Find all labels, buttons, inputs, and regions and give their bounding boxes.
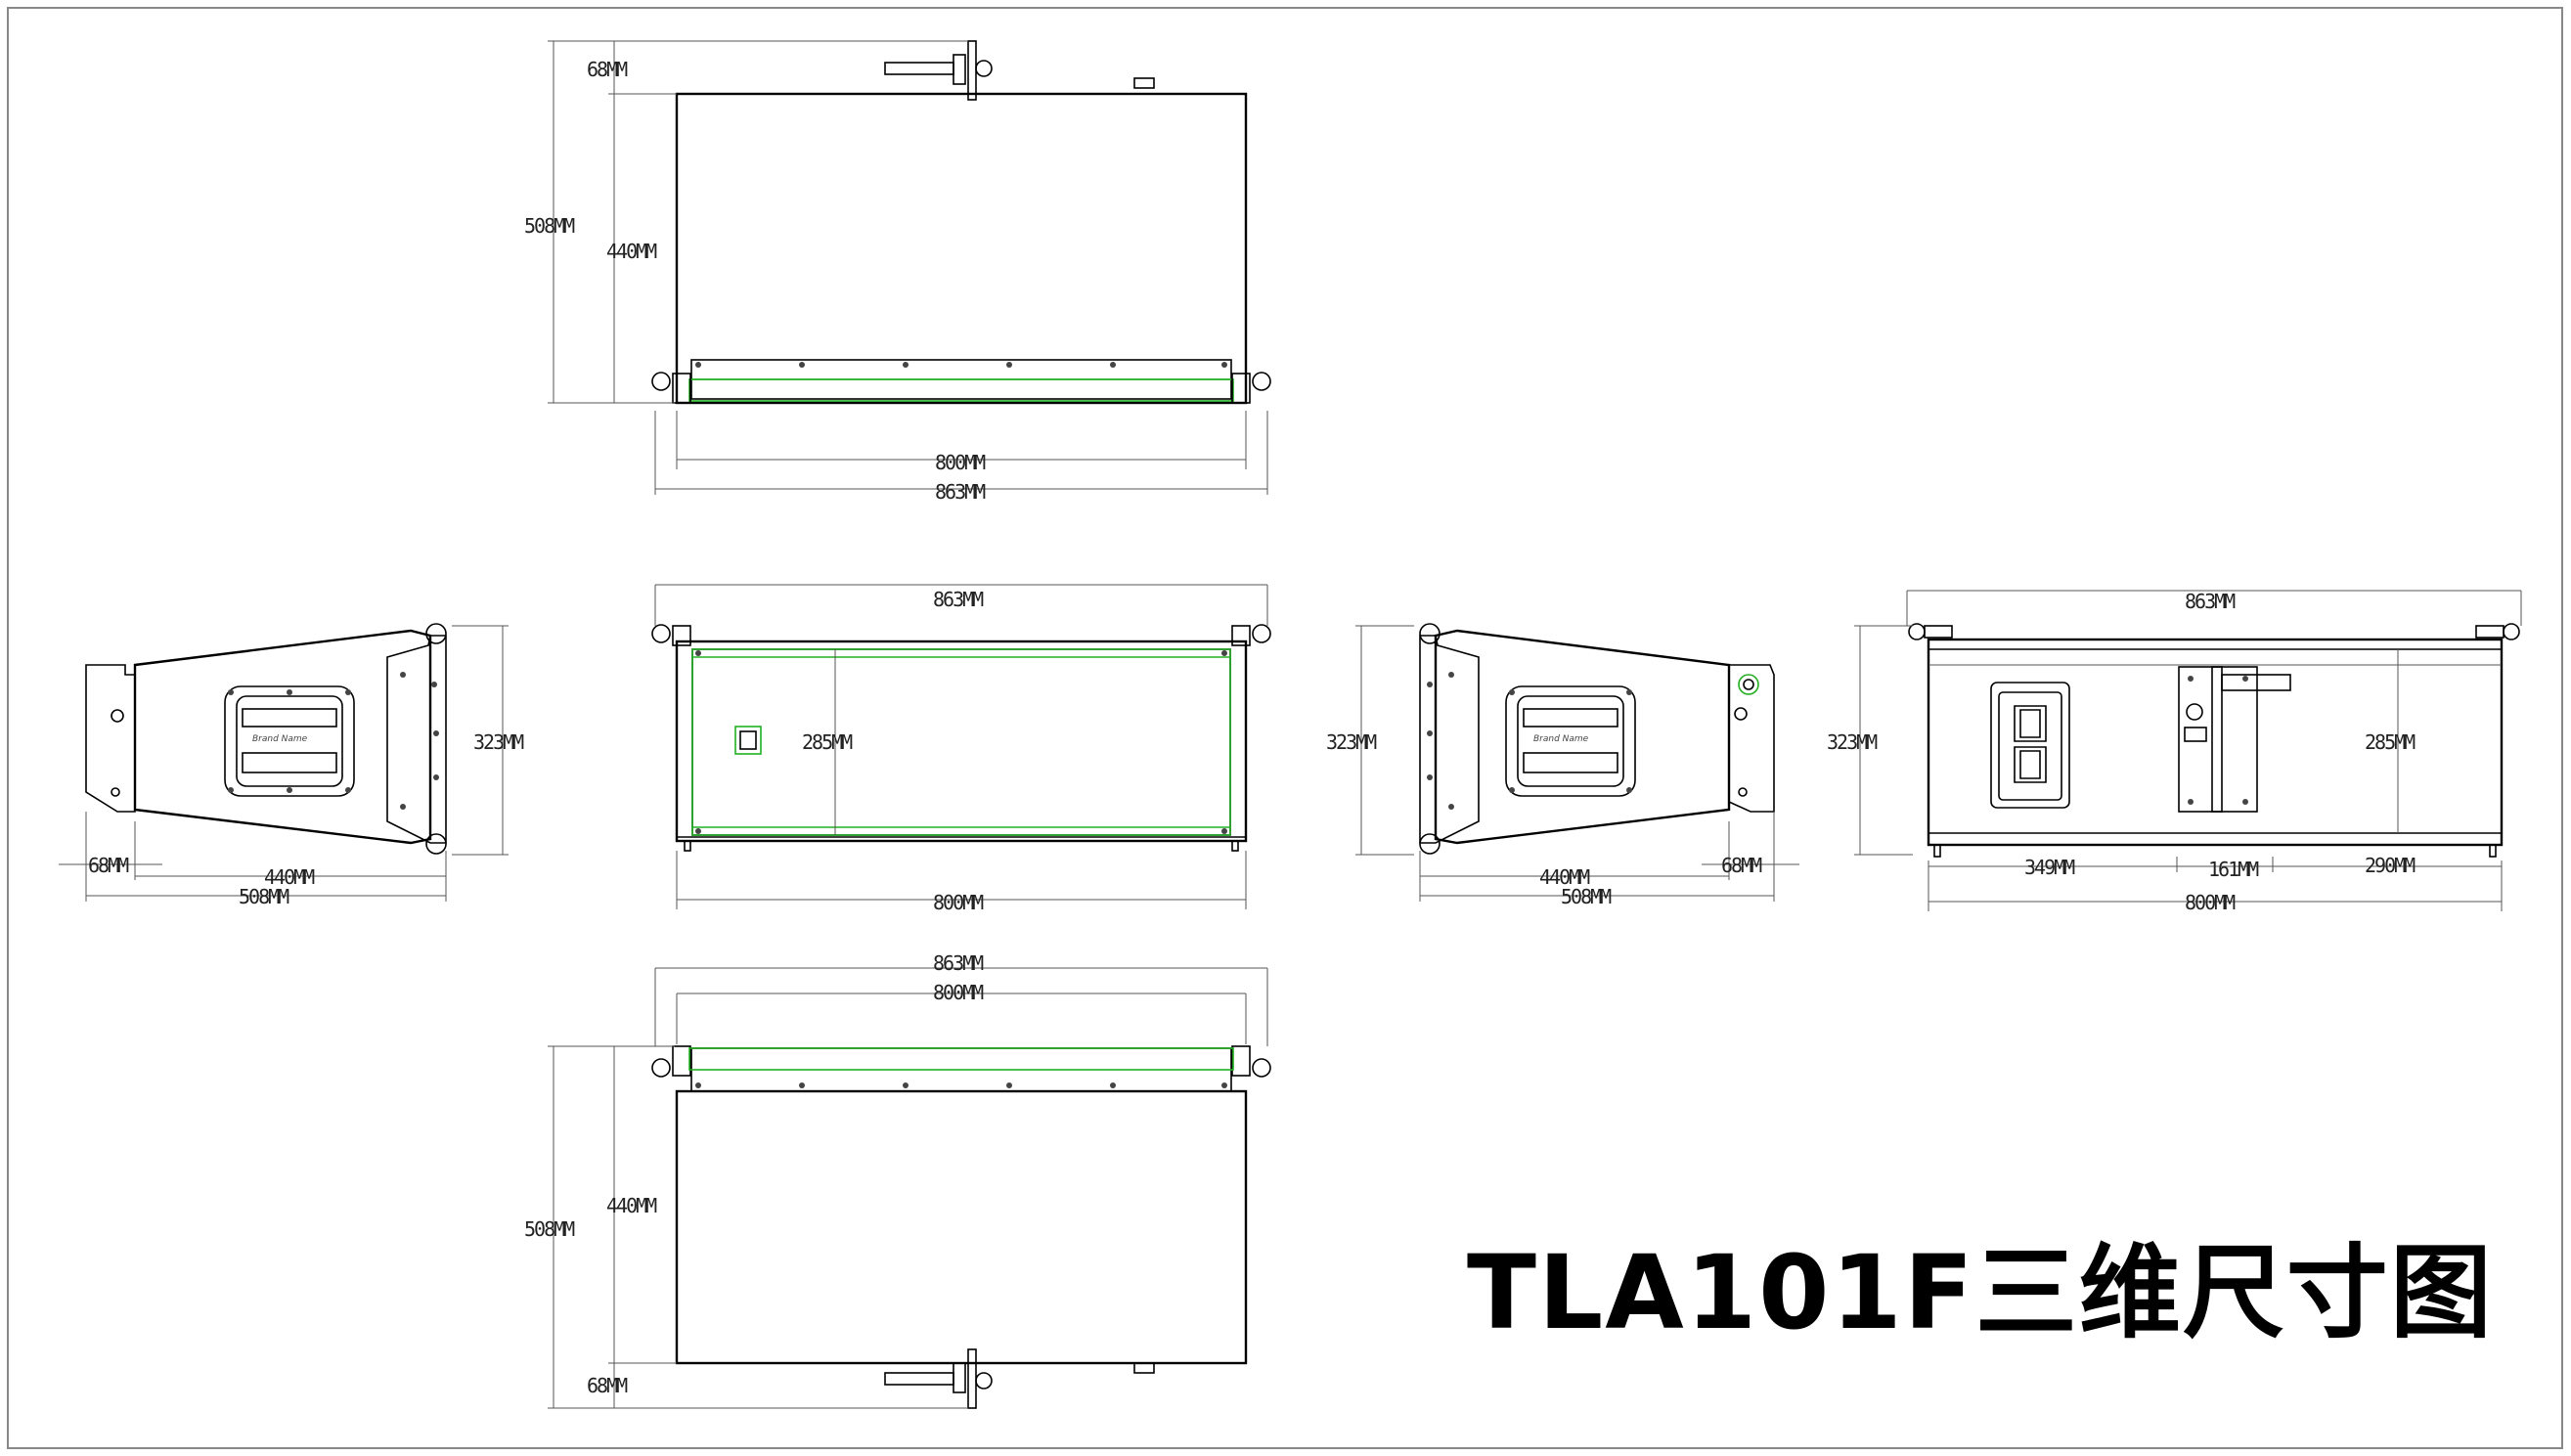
dim-label: 863MM: [933, 951, 984, 975]
dim-label: 323MM: [473, 730, 524, 754]
dim-label: 440MM: [606, 240, 657, 263]
dim-label: 68MM: [587, 58, 628, 81]
dim-label: 68MM: [1721, 854, 1762, 877]
dim-label: 290MM: [2365, 854, 2416, 877]
dim-label: 323MM: [1326, 730, 1377, 754]
sheet-border: [7, 7, 2563, 1449]
dim-label: 800MM: [935, 451, 986, 474]
dim-label: 440MM: [264, 865, 315, 889]
dim-label: 508MM: [1561, 885, 1612, 908]
top-view: 68MM 508MM 440MM 800MM 863MM: [524, 40, 1271, 504]
dim-label: 323MM: [1827, 730, 1878, 754]
dim-label: 68MM: [88, 854, 129, 877]
rear-view: 863MM 323MM 285MM 349MM 161MM 290MM 800M…: [1827, 590, 2522, 914]
left-side-view: Brand Name 323MM 68MM 440MM 508MM: [59, 623, 526, 908]
dim-label: 800MM: [933, 891, 984, 914]
right-side-view: Brand Name 323MM 440MM 68MM 508MM: [1326, 623, 1799, 908]
dim-label: 508MM: [524, 214, 575, 238]
dim-label: 440MM: [1539, 865, 1590, 889]
dim-label: 800MM: [933, 981, 984, 1004]
dim-label: 440MM: [606, 1194, 657, 1217]
dim-label: 508MM: [524, 1217, 575, 1241]
front-view: 863MM 285MM 800MM: [651, 584, 1271, 914]
dim-label: 508MM: [239, 885, 289, 908]
dim-label: 863MM: [933, 588, 984, 611]
dim-label: 349MM: [2024, 856, 2075, 879]
dim-label: 800MM: [2185, 891, 2236, 914]
dim-label: 863MM: [2185, 590, 2236, 613]
drawing-title: TLA101F三维尺寸图: [1467, 1233, 2494, 1352]
dim-label: 285MM: [802, 730, 853, 754]
dim-label: 161MM: [2208, 858, 2259, 881]
svg-text:Brand Name: Brand Name: [252, 734, 308, 744]
bottom-view: 863MM 800MM 440MM 508MM 68MM: [524, 951, 1271, 1409]
dim-label: 863MM: [935, 480, 986, 504]
dim-label: 285MM: [2365, 730, 2416, 754]
svg-text:Brand Name: Brand Name: [1533, 734, 1589, 744]
dim-label: 68MM: [587, 1374, 628, 1397]
